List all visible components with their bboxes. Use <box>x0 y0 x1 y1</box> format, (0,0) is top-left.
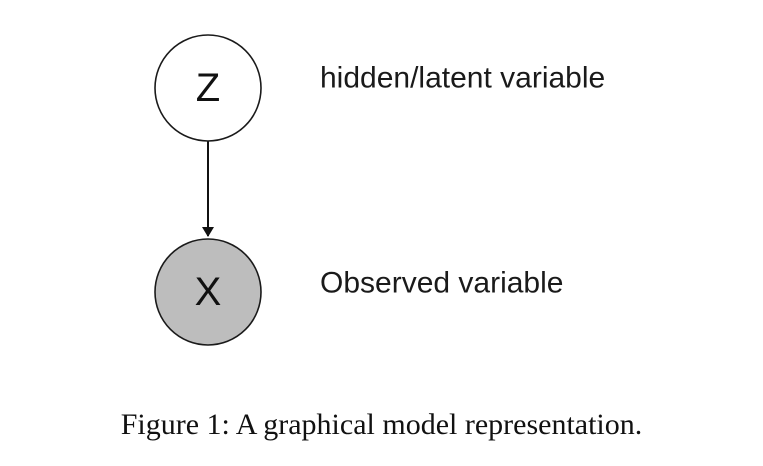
observed-node-circle <box>154 238 262 346</box>
hidden-node-letter: Z <box>196 66 220 110</box>
observed-variable-label: Observed variable <box>320 267 563 300</box>
graphical-model-diagram: Z hidden/latent variable X Observed vari… <box>154 34 605 346</box>
observed-node-letter: X <box>195 270 222 314</box>
observed-node: X <box>154 238 262 346</box>
figure-caption: Figure 1: A graphical model representati… <box>120 408 643 441</box>
hidden-variable-label: hidden/latent variable <box>320 62 605 95</box>
hidden-node-circle <box>154 34 262 142</box>
hidden-node: Z <box>154 34 262 142</box>
